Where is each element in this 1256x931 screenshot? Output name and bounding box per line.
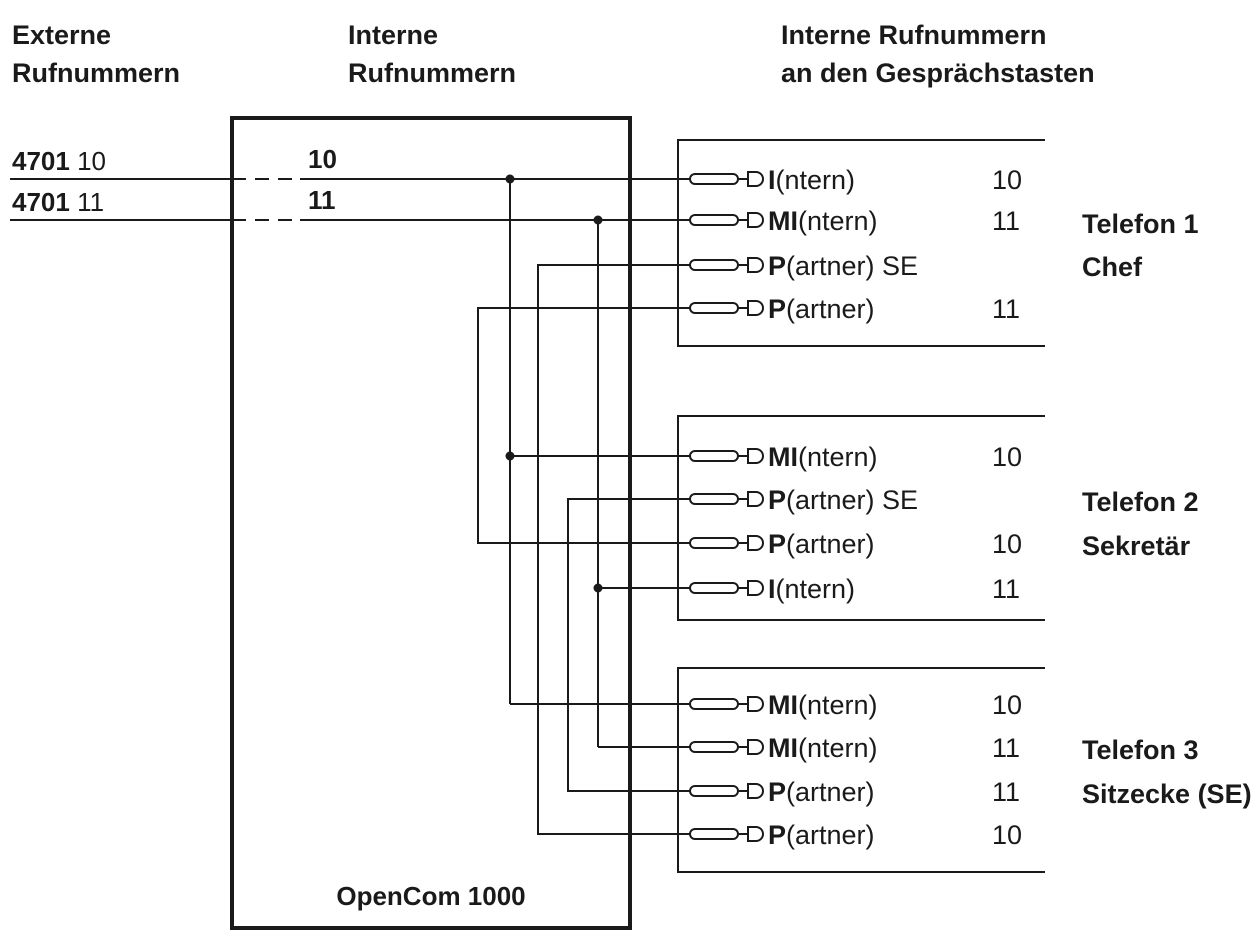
plug-icon (689, 828, 739, 840)
t2-key-3: P(artner) 10 (689, 529, 1022, 559)
phone-2-name: Telefon 2 (1082, 487, 1199, 517)
phone-3-name: Telefon 3 (1082, 735, 1199, 765)
svg-text:P(artner): P(artner) (768, 777, 875, 807)
t1-key-4: P(artner) 11 (689, 294, 1020, 324)
svg-text:I(ntern): I(ntern) (768, 165, 855, 195)
t1-key-3: P(artner) SE (689, 251, 918, 281)
header-internal-line2: Rufnummern (348, 58, 516, 88)
svg-text:11: 11 (992, 574, 1020, 604)
phone-1-name: Telefon 1 (1082, 209, 1199, 239)
t1-key-2: MI(ntern) 11 (689, 206, 1020, 236)
plug-icon (689, 259, 739, 271)
phone-1-role: Chef (1082, 252, 1143, 282)
svg-text:I(ntern): I(ntern) (768, 574, 855, 604)
external-number-10: 4701 10 (12, 146, 106, 176)
opencom-box (230, 116, 632, 930)
header-keys-line2: an den Gesprächstasten (781, 58, 1095, 88)
svg-text:10: 10 (992, 165, 1022, 195)
t3-key-4: P(artner) 10 (689, 820, 1022, 850)
svg-text:MI(ntern): MI(ntern) (768, 442, 878, 472)
svg-text:P(artner) SE: P(artner) SE (768, 251, 918, 281)
t3-key-3: P(artner) 11 (689, 777, 1020, 807)
external-number-11: 4701 11 (12, 187, 104, 217)
t3-key-1: MI(ntern) 10 (689, 690, 1022, 720)
junction-10-mid (505, 451, 515, 461)
phone-1-bracket (677, 139, 1045, 347)
plug-icon (689, 698, 739, 710)
t1-key-1: I(ntern) 10 (689, 165, 1022, 195)
svg-text:11: 11 (992, 294, 1020, 324)
svg-text:10: 10 (992, 820, 1022, 850)
internal-number-10: 10 (308, 144, 337, 174)
plug-icon (738, 491, 764, 507)
plug-icon (738, 448, 764, 464)
plug-icon (689, 741, 739, 753)
t2-key-4: I(ntern) 11 (689, 574, 1020, 604)
plug-icon (738, 739, 764, 755)
plug-icon (689, 785, 739, 797)
plug-icon (738, 783, 764, 799)
plug-icon (738, 171, 764, 187)
plug-icon (689, 450, 739, 462)
phone-2-role: Sekretär (1082, 531, 1191, 561)
plug-icon (738, 535, 764, 551)
plug-icon (738, 300, 764, 316)
plug-icon (738, 257, 764, 273)
svg-text:P(artner) SE: P(artner) SE (768, 485, 918, 515)
svg-text:P(artner): P(artner) (768, 294, 875, 324)
header-keys-line1: Interne Rufnummern (781, 20, 1047, 50)
phone-3-role: Sitzecke (SE) (1082, 779, 1252, 809)
wire-partner-t1-t2 (477, 307, 690, 544)
plug-icon (738, 580, 764, 596)
svg-text:P(artner): P(artner) (768, 529, 875, 559)
phone-2-bracket (677, 415, 1045, 621)
svg-text:MI(ntern): MI(ntern) (768, 733, 878, 763)
wire-partner-t1-t3 (537, 264, 690, 835)
plug-icon (689, 214, 739, 226)
opencom-label: OpenCom 1000 (336, 881, 525, 911)
plug-icon (738, 696, 764, 712)
plug-icon (689, 302, 739, 314)
svg-text:10: 10 (992, 529, 1022, 559)
svg-text:P(artner): P(artner) (768, 820, 875, 850)
plug-icon (738, 826, 764, 842)
svg-text:11: 11 (992, 206, 1020, 236)
t3-key-2: MI(ntern) 11 (689, 733, 1020, 763)
wire-partner-t2-t3 (567, 498, 690, 792)
phone-3-bracket (677, 667, 1045, 873)
plug-icon (738, 212, 764, 228)
plug-icon (689, 537, 739, 549)
svg-text:10: 10 (992, 442, 1022, 472)
junction-11-mid (593, 583, 603, 593)
svg-text:11: 11 (992, 733, 1020, 763)
junction-10-top (505, 174, 515, 184)
header-internal-line1: Interne (348, 20, 438, 50)
header-external-line2: Rufnummern (12, 58, 180, 88)
svg-text:MI(ntern): MI(ntern) (768, 206, 878, 236)
plug-icon (689, 582, 739, 594)
svg-text:10: 10 (992, 690, 1022, 720)
internal-number-11: 11 (308, 185, 336, 215)
junction-11-top (593, 215, 603, 225)
t2-key-2: P(artner) SE (689, 485, 918, 515)
header-external-line1: Externe (12, 20, 111, 50)
t2-key-1: MI(ntern) 10 (689, 442, 1022, 472)
svg-text:11: 11 (992, 777, 1020, 807)
plug-icon (689, 493, 739, 505)
plug-icon (689, 173, 739, 185)
svg-text:MI(ntern): MI(ntern) (768, 690, 878, 720)
